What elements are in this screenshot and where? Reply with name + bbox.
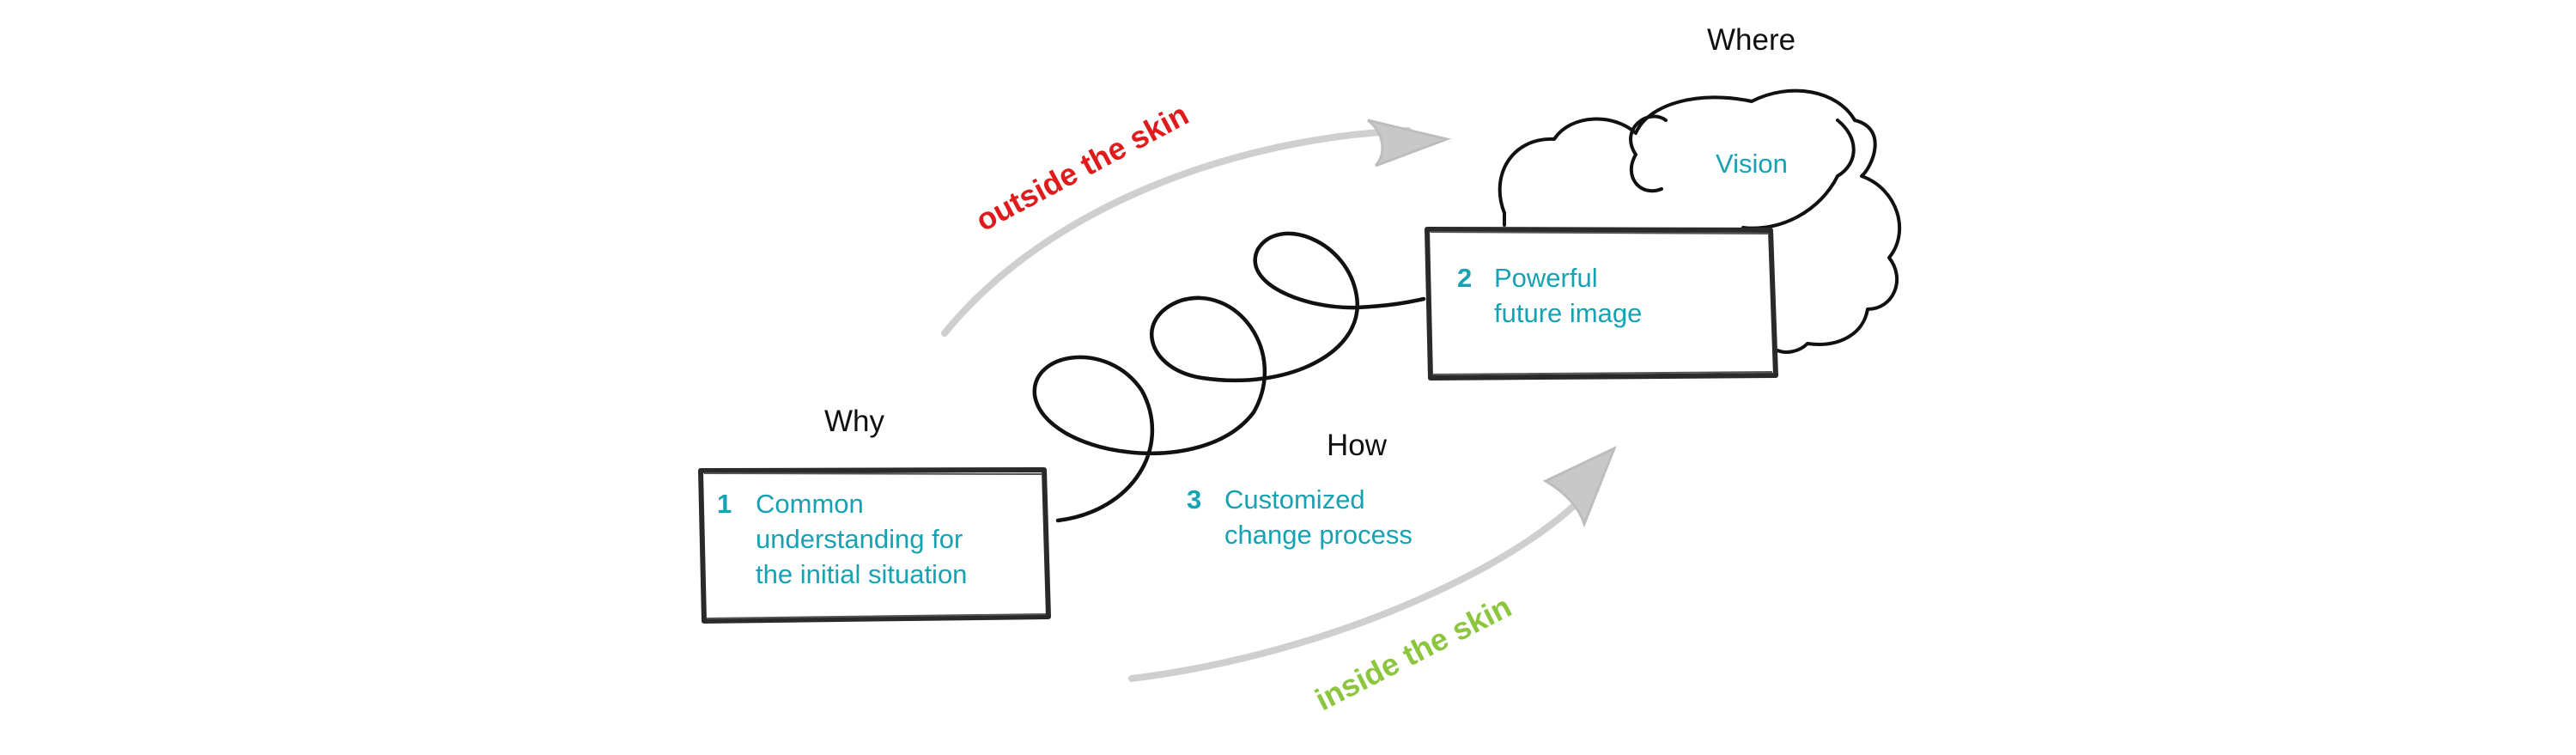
where-heading: Where xyxy=(1707,23,1795,57)
vision-cloud xyxy=(1498,88,1902,354)
box-2 xyxy=(1425,227,1778,381)
step-3-line-1: Customized xyxy=(1224,484,1365,514)
step-2-number: 2 xyxy=(1457,263,1472,293)
vision-label: Vision xyxy=(1716,149,1788,179)
step-1-line-1: Common xyxy=(756,489,864,519)
outside-arrow xyxy=(941,119,1452,337)
inside-arrow xyxy=(1128,446,1617,682)
inside-skin-label: inside the skin xyxy=(1309,588,1516,717)
step-3-line-2: change process xyxy=(1224,520,1413,550)
box-1 xyxy=(698,467,1051,624)
step-1-line-3: the initial situation xyxy=(756,559,967,589)
step-2-line-2: future image xyxy=(1494,298,1642,328)
step-1-number: 1 xyxy=(717,489,732,519)
step-2-line-1: Powerful xyxy=(1494,263,1598,293)
step-3-number: 3 xyxy=(1187,484,1201,514)
how-heading: How xyxy=(1327,429,1388,462)
spiral-path xyxy=(1032,231,1426,523)
why-heading: Why xyxy=(824,405,885,438)
step-1-line-2: understanding for xyxy=(756,524,963,554)
